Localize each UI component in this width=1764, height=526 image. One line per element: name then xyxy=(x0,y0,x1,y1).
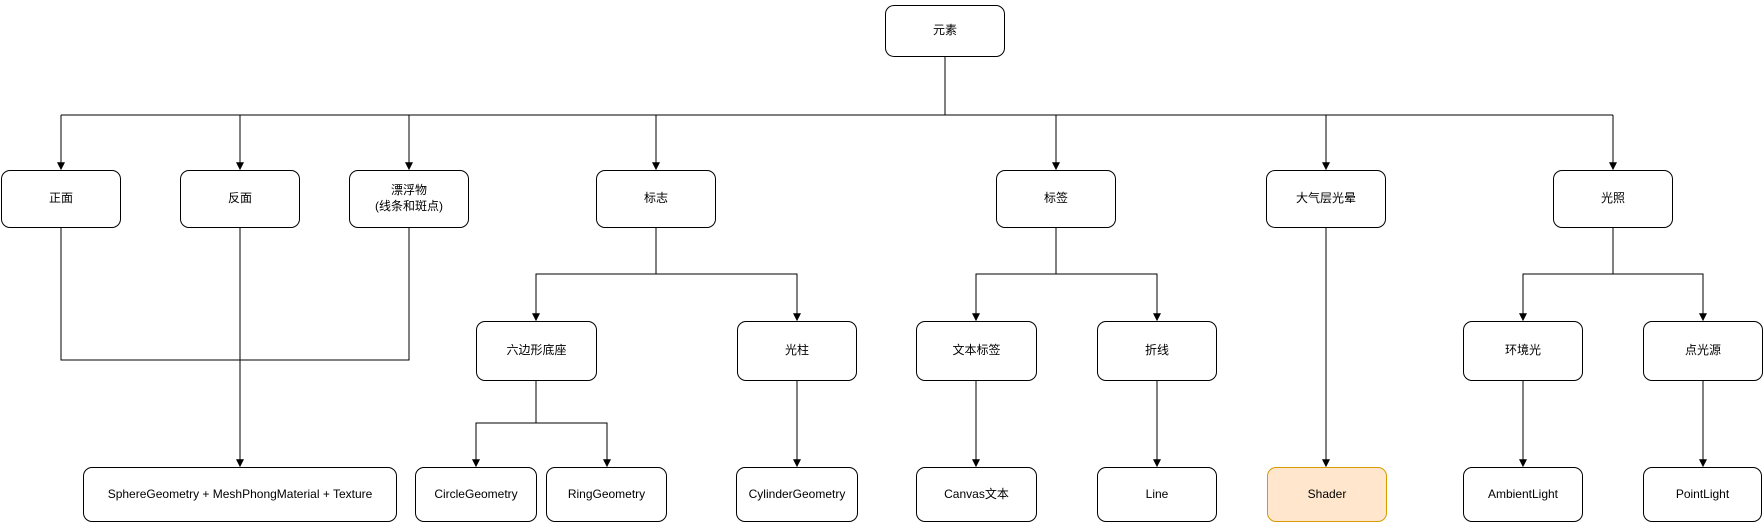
edge-logo-hexbase xyxy=(532,228,657,322)
node-atmosphere-glow-label: 大气层光晕 xyxy=(1295,191,1356,206)
node-logo-label: 标志 xyxy=(643,191,668,206)
edge-hexbase-circle xyxy=(472,381,537,468)
node-ambient-light-label: AmbientLight xyxy=(1487,486,1559,501)
node-point-light-source-cn[interactable]: 点光源 xyxy=(1643,321,1763,381)
node-canvas-text-label: Canvas文本 xyxy=(944,486,1009,501)
node-shader[interactable]: Shader xyxy=(1267,467,1387,522)
edge-hexbase-ring xyxy=(535,381,611,468)
node-ring-geometry[interactable]: RingGeometry xyxy=(546,467,667,522)
node-lighting-label: 光照 xyxy=(1600,191,1625,206)
node-cylinder-geometry[interactable]: CylinderGeometry xyxy=(736,467,858,522)
node-floaters-sublabel: (线条和斑点) xyxy=(375,199,443,213)
edge-lighting-ambient xyxy=(1519,228,1614,322)
node-floaters[interactable]: 漂浮物 (线条和斑点) xyxy=(349,170,469,228)
node-ambient-light[interactable]: AmbientLight xyxy=(1463,467,1583,522)
node-hex-base-label: 六边形底座 xyxy=(506,343,567,358)
node-atmosphere-glow[interactable]: 大气层光晕 xyxy=(1266,170,1386,228)
node-shader-label: Shader xyxy=(1307,486,1347,501)
node-point-light[interactable]: PointLight xyxy=(1643,467,1762,522)
node-line-label: Line xyxy=(1145,486,1169,501)
node-point-light-label: PointLight xyxy=(1675,486,1730,501)
node-front[interactable]: 正面 xyxy=(1,170,121,228)
node-light-pillar-label: 光柱 xyxy=(784,343,809,358)
edge-front-merge xyxy=(60,228,240,361)
node-circle-geometry-label: CircleGeometry xyxy=(434,486,518,501)
node-point-light-source-cn-label: 点光源 xyxy=(1684,343,1721,358)
node-tag[interactable]: 标签 xyxy=(996,170,1116,228)
edge-lighting-pointsource xyxy=(1612,228,1707,322)
node-light-pillar[interactable]: 光柱 xyxy=(737,321,857,381)
node-root[interactable]: 元素 xyxy=(885,5,1005,57)
node-sphere-geometry-label: SphereGeometry + MeshPhongMaterial + Tex… xyxy=(107,486,373,501)
node-lighting[interactable]: 光照 xyxy=(1553,170,1673,228)
node-cylinder-geometry-label: CylinderGeometry xyxy=(748,486,846,501)
node-ambient-light-cn-label: 环境光 xyxy=(1504,343,1541,358)
node-hex-base[interactable]: 六边形底座 xyxy=(476,321,597,381)
node-text-label-label: 文本标签 xyxy=(952,343,1001,358)
node-circle-geometry[interactable]: CircleGeometry xyxy=(415,467,537,522)
node-front-label: 正面 xyxy=(48,191,73,206)
node-ring-geometry-label: RingGeometry xyxy=(567,486,646,501)
node-polyline-label: 折线 xyxy=(1144,343,1169,358)
node-tag-label: 标签 xyxy=(1043,191,1068,206)
node-canvas-text[interactable]: Canvas文本 xyxy=(916,467,1037,522)
node-polyline[interactable]: 折线 xyxy=(1097,321,1217,381)
node-floaters-label: 漂浮物 xyxy=(390,183,427,198)
node-ambient-light-cn[interactable]: 环境光 xyxy=(1463,321,1583,381)
node-root-label: 元素 xyxy=(932,23,957,38)
node-line[interactable]: Line xyxy=(1097,467,1217,522)
edge-tag-textlabel xyxy=(972,228,1057,322)
node-logo[interactable]: 标志 xyxy=(596,170,716,228)
edge-floaters-merge xyxy=(240,228,410,361)
node-back-label: 反面 xyxy=(227,191,252,206)
edge-tag-polyline xyxy=(1055,228,1161,322)
node-sphere-geometry[interactable]: SphereGeometry + MeshPhongMaterial + Tex… xyxy=(83,467,397,522)
node-text-label[interactable]: 文本标签 xyxy=(916,321,1037,381)
node-back[interactable]: 反面 xyxy=(180,170,300,228)
edge-logo-lightpillar xyxy=(655,228,801,322)
